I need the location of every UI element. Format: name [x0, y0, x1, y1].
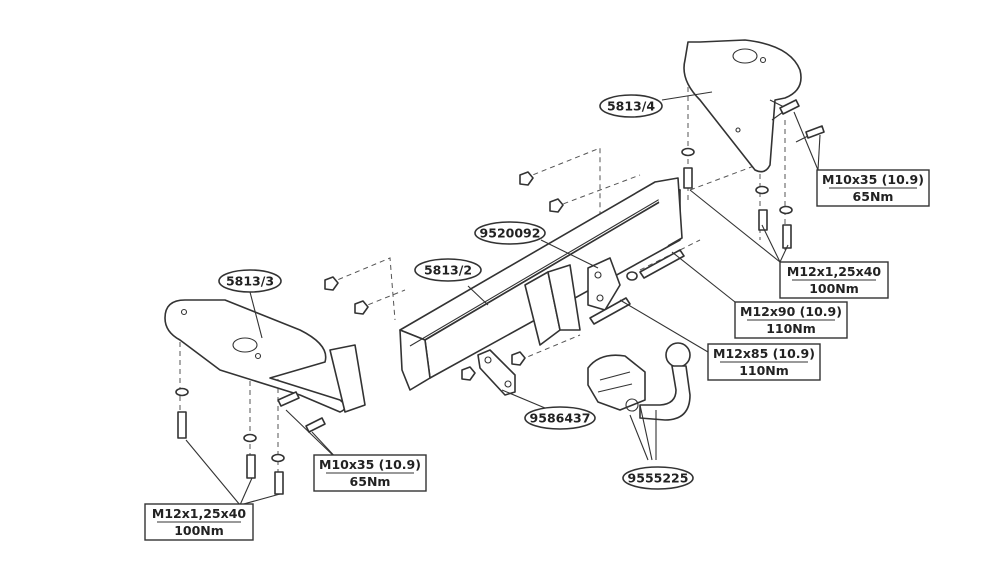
svg-text:M12x85 (10.9): M12x85 (10.9) — [713, 346, 815, 361]
nut — [626, 271, 638, 281]
svg-text:65Nm: 65Nm — [350, 474, 391, 489]
svg-text:9555225: 9555225 — [628, 471, 689, 486]
spec-box-m10-top: M10x35 (10.9) 65Nm — [816, 169, 930, 207]
bolt — [758, 209, 768, 231]
nut — [755, 185, 769, 195]
left-bracket — [164, 299, 366, 413]
bolt — [277, 391, 300, 407]
towball — [587, 342, 691, 421]
svg-text:9586437: 9586437 — [530, 411, 591, 426]
spec-box-m12-top: M12x1,25x40 100Nm — [779, 261, 889, 299]
nut — [519, 171, 534, 186]
nut — [461, 366, 476, 381]
bolt — [305, 417, 326, 433]
svg-text:5813/4: 5813/4 — [607, 99, 655, 114]
spec-box-m12x90: M12x90 (10.9) 110Nm — [734, 301, 848, 339]
svg-text:5813/2: 5813/2 — [424, 263, 472, 278]
nut — [681, 147, 695, 157]
bolt — [177, 411, 187, 439]
part-label-towball: 9555225 — [622, 466, 694, 490]
leader-lines — [185, 91, 821, 506]
svg-text:9520092: 9520092 — [480, 226, 541, 241]
bolt — [795, 125, 825, 143]
bolt — [589, 297, 631, 325]
part-label-crossbar: 5813/2 — [414, 258, 482, 282]
bolt — [683, 167, 693, 189]
svg-text:110Nm: 110Nm — [739, 363, 789, 378]
spec-box-m12x85: M12x85 (10.9) 110Nm — [707, 343, 821, 381]
svg-text:100Nm: 100Nm — [809, 281, 859, 296]
svg-text:5813/3: 5813/3 — [226, 274, 274, 289]
socket-plate — [524, 257, 621, 346]
bolt — [771, 99, 800, 121]
nut — [324, 276, 339, 291]
nut — [243, 433, 257, 443]
svg-text:M12x1,25x40: M12x1,25x40 — [787, 264, 881, 279]
svg-text:M10x35 (10.9): M10x35 (10.9) — [319, 457, 421, 472]
spec-box-m10-bottom: M10x35 (10.9) 65Nm — [313, 454, 427, 492]
nut — [779, 205, 793, 215]
bolt — [782, 224, 792, 249]
nut — [549, 198, 564, 213]
nut — [354, 300, 369, 315]
svg-text:M12x1,25x40: M12x1,25x40 — [152, 506, 246, 521]
nut — [175, 387, 189, 397]
svg-text:110Nm: 110Nm — [766, 321, 816, 336]
part-label-bracket-left: 5813/3 — [218, 269, 282, 293]
nut — [271, 453, 285, 463]
bolt — [246, 454, 256, 479]
nut — [511, 351, 526, 366]
part-label-socket-plate: 9520092 — [474, 221, 546, 245]
part-label-spacer-plate: 9586437 — [524, 406, 596, 430]
fasteners — [175, 99, 825, 495]
bolt — [274, 471, 284, 495]
spec-box-m12-bottom: M12x1,25x40 100Nm — [144, 503, 254, 541]
svg-text:100Nm: 100Nm — [174, 523, 224, 538]
svg-text:65Nm: 65Nm — [853, 189, 894, 204]
spacer-plate — [477, 349, 516, 396]
part-label-bracket-right: 5813/4 — [599, 94, 663, 118]
svg-text:M12x90 (10.9): M12x90 (10.9) — [740, 304, 842, 319]
bolt — [639, 249, 685, 279]
svg-text:M10x35 (10.9): M10x35 (10.9) — [822, 172, 924, 187]
